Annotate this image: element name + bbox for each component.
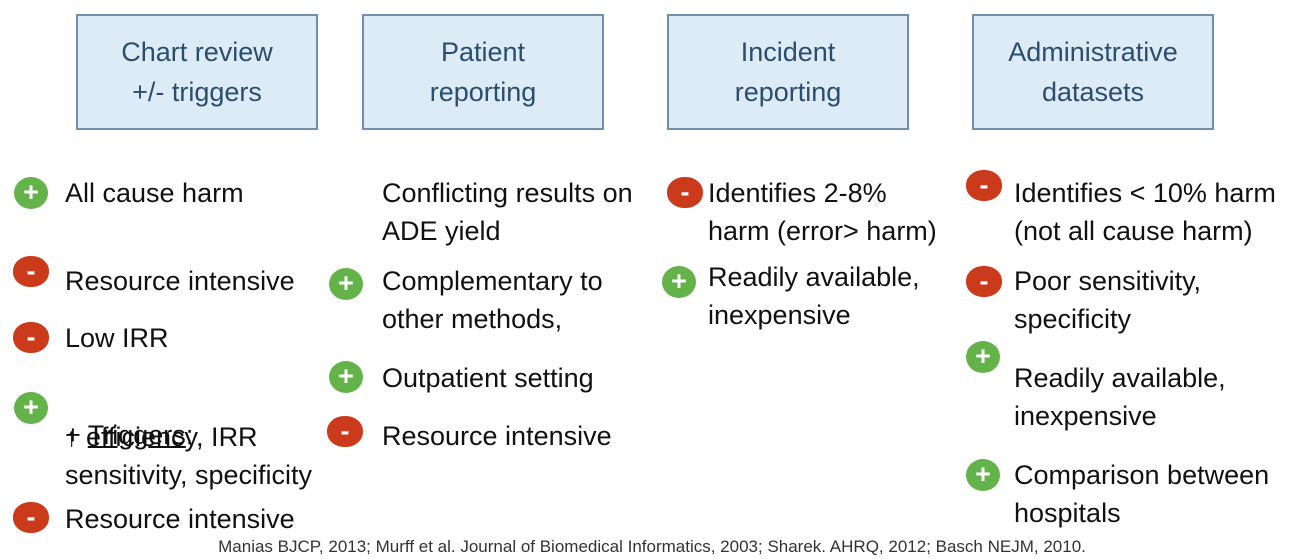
triggers-suffix: : (185, 420, 194, 450)
chart-review-all-cause-harm: All cause harm (65, 178, 244, 208)
incident-reporting-readily-available: Readily available, inexpensive (708, 262, 920, 330)
header-incident-reporting: Incident reporting (667, 14, 909, 130)
administrative-identifies: Identifies < 10% harm (not all cause har… (1014, 178, 1276, 246)
minus-icon: - (13, 502, 49, 533)
administrative-comparison: Comparison between hospitals (1014, 460, 1270, 528)
minus-icon: - (667, 177, 703, 208)
header-chart-review: Chart review +/- triggers (76, 14, 318, 130)
patient-reporting-complementary: Complementary to other methods, (382, 266, 603, 334)
plus-icon: + (329, 268, 363, 300)
chart-review-triggers: + Triggers: (65, 378, 193, 454)
triggers-prefix: + (65, 420, 88, 450)
incident-reporting-identifies: Identifies 2-8% harm (error> harm) (708, 178, 937, 246)
plus-icon: + (966, 341, 1000, 373)
minus-icon: - (966, 170, 1002, 201)
header-administrative-datasets-label: Administrative datasets (1008, 37, 1178, 107)
chart-review-resource-intensive-2: Resource intensive (65, 504, 295, 534)
header-administrative-datasets: Administrative datasets (972, 14, 1214, 130)
chart-review-triggers-detail: ↑ efficiency, IRR sensitivity, specifici… (65, 422, 313, 490)
header-incident-reporting-label: Incident reporting (734, 37, 842, 107)
plus-icon: + (966, 459, 1000, 491)
minus-icon: - (966, 266, 1002, 297)
patient-reporting-resource-intensive: Resource intensive (382, 421, 612, 451)
header-patient-reporting: Patient reporting (362, 14, 604, 130)
minus-icon: - (13, 322, 49, 353)
header-patient-reporting-label: Patient reporting (429, 37, 537, 107)
administrative-poor-sensitivity: Poor sensitivity, specificity (1014, 266, 1202, 334)
citation: Manias BJCP, 2013; Murff et al. Journal … (218, 537, 1086, 556)
plus-icon: + (14, 177, 48, 209)
plus-icon: + (329, 361, 363, 393)
patient-reporting-outpatient: Outpatient setting (382, 363, 594, 393)
minus-icon: - (13, 256, 49, 287)
patient-reporting-conflicting: Conflicting results on ADE yield (382, 178, 633, 246)
chart-review-resource-intensive: Resource intensive (65, 266, 295, 296)
minus-icon: - (327, 416, 363, 447)
header-chart-review-label: Chart review +/- triggers (121, 37, 273, 107)
triggers-word: Triggers (87, 420, 186, 450)
plus-icon: + (662, 266, 696, 298)
chart-review-low-irr: Low IRR (65, 323, 169, 353)
plus-icon: + (14, 392, 48, 424)
administrative-readily-available: Readily available, inexpensive (1014, 363, 1226, 431)
